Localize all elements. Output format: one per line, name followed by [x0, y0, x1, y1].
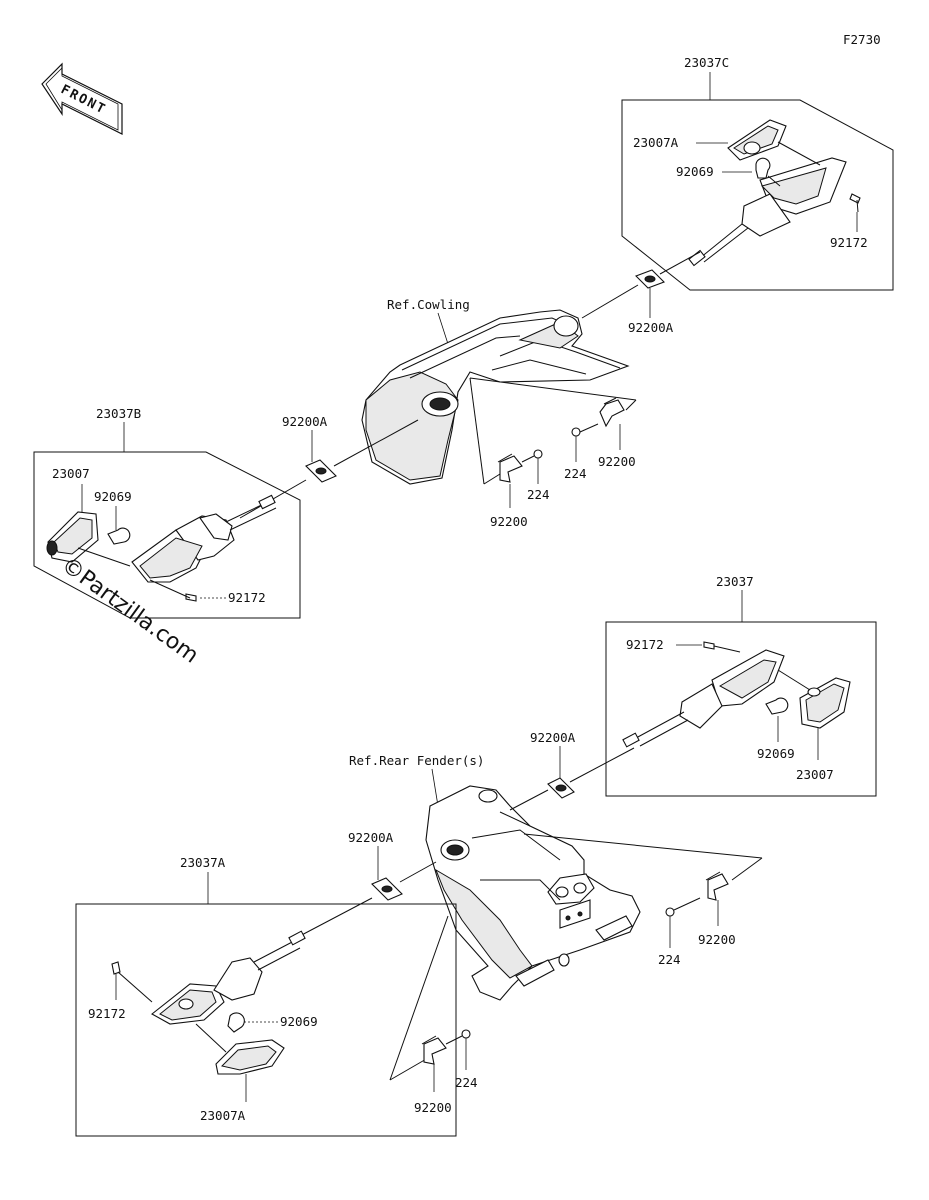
screw-92172-top-icon — [849, 193, 861, 213]
lens-23007a-icon — [727, 119, 787, 161]
label-23037a: 23037A — [180, 855, 226, 870]
group-23037a: 23037A 92172 92069 — [75, 855, 457, 1137]
front-arrow-icon: FRONT — [41, 62, 123, 135]
bracket-92200-fender-bottom-icon — [421, 1035, 447, 1065]
label-23037b: 23037B — [96, 406, 141, 421]
label-23007a-bottom: 23007A — [200, 1108, 246, 1123]
bracket-92200-cowling-left-icon — [497, 453, 523, 483]
screw-224-fender-right-icon — [665, 897, 701, 917]
grommet-92200a-fender-left-icon — [371, 877, 403, 901]
label-92069-left: 92069 — [94, 489, 132, 504]
cowling-assembly: Ref.Cowling 92200A — [239, 251, 701, 529]
screw-92172-bottom-icon — [111, 961, 153, 1003]
label-92069-mid: 92069 — [757, 746, 795, 761]
label-92200a-fender-right: 92200A — [530, 730, 576, 745]
turn-signal-23037b-icon — [77, 494, 277, 583]
label-92200a-cowling-left: 92200A — [282, 414, 328, 429]
grommet-92200a-cowling-left-icon — [305, 459, 337, 483]
screw-224-cowling-left-icon — [521, 449, 543, 463]
label-224-cowling-right: 224 — [564, 466, 587, 481]
label-92172-top: 92172 — [830, 235, 868, 250]
label-92172-mid: 92172 — [626, 637, 664, 652]
label-92200-fender-bottom: 92200 — [414, 1100, 452, 1115]
turn-signal-23037c-icon — [688, 141, 847, 267]
label-23007a-top: 23007A — [633, 135, 679, 150]
label-224-fender-right: 224 — [658, 952, 681, 967]
lens-23007-mid-icon — [799, 677, 851, 729]
group-23037b: 23037B 23007 92069 — [33, 406, 301, 619]
figure-code: F2730 — [843, 32, 881, 47]
label-23037c: 23037C — [684, 55, 729, 70]
label-23007-left: 23007 — [52, 466, 90, 481]
screw-92172-left-icon — [149, 579, 197, 602]
bulb-92069-mid-icon — [765, 697, 789, 715]
label-92069-bottom: 92069 — [280, 1014, 318, 1029]
rear-fender-assembly: Ref.Rear Fender(s) — [295, 730, 763, 1115]
label-92172-left: 92172 — [228, 590, 266, 605]
label-92200a-cowling-right: 92200A — [628, 320, 674, 335]
bracket-92200-cowling-right-icon — [599, 397, 625, 428]
rear-fender-icon — [425, 785, 641, 1001]
cowling-icon — [361, 309, 630, 485]
label-23037: 23037 — [716, 574, 754, 589]
bracket-92200-fender-right-icon — [705, 871, 729, 901]
turn-signal-23037a-icon — [151, 930, 306, 1053]
label-92200a-fender-left: 92200A — [348, 830, 394, 845]
group-23037c: 23037C 23007A 92069 — [621, 55, 894, 291]
label-ref-rear-fender: Ref.Rear Fender(s) — [349, 753, 484, 768]
label-92172-bottom: 92172 — [88, 1006, 126, 1021]
bulb-92069-bottom-icon — [227, 1012, 245, 1033]
bulb-92069-icon — [755, 157, 771, 179]
label-92200-cowling-right: 92200 — [598, 454, 636, 469]
screw-92172-mid-icon — [703, 641, 741, 653]
label-92200-fender-right: 92200 — [698, 932, 736, 947]
label-224-fender-bottom: 224 — [455, 1075, 478, 1090]
grommet-92200a-cowling-right-icon — [635, 269, 665, 289]
label-23007-mid: 23007 — [796, 767, 834, 782]
label-92069-top: 92069 — [676, 164, 714, 179]
label-224-cowling-left: 224 — [527, 487, 550, 502]
lens-23007-left-icon — [46, 511, 99, 563]
turn-signal-23037-icon — [622, 649, 785, 748]
grommet-92200a-fender-right-icon — [547, 777, 575, 799]
label-92200-cowling-left: 92200 — [490, 514, 528, 529]
lens-23007a-bottom-icon — [215, 1039, 285, 1075]
bulb-92069-left-icon — [107, 527, 131, 545]
group-23037: 23037 92172 23007 92 — [605, 574, 877, 797]
screw-224-cowling-right-icon — [571, 423, 599, 437]
label-ref-cowling: Ref.Cowling — [387, 297, 470, 312]
